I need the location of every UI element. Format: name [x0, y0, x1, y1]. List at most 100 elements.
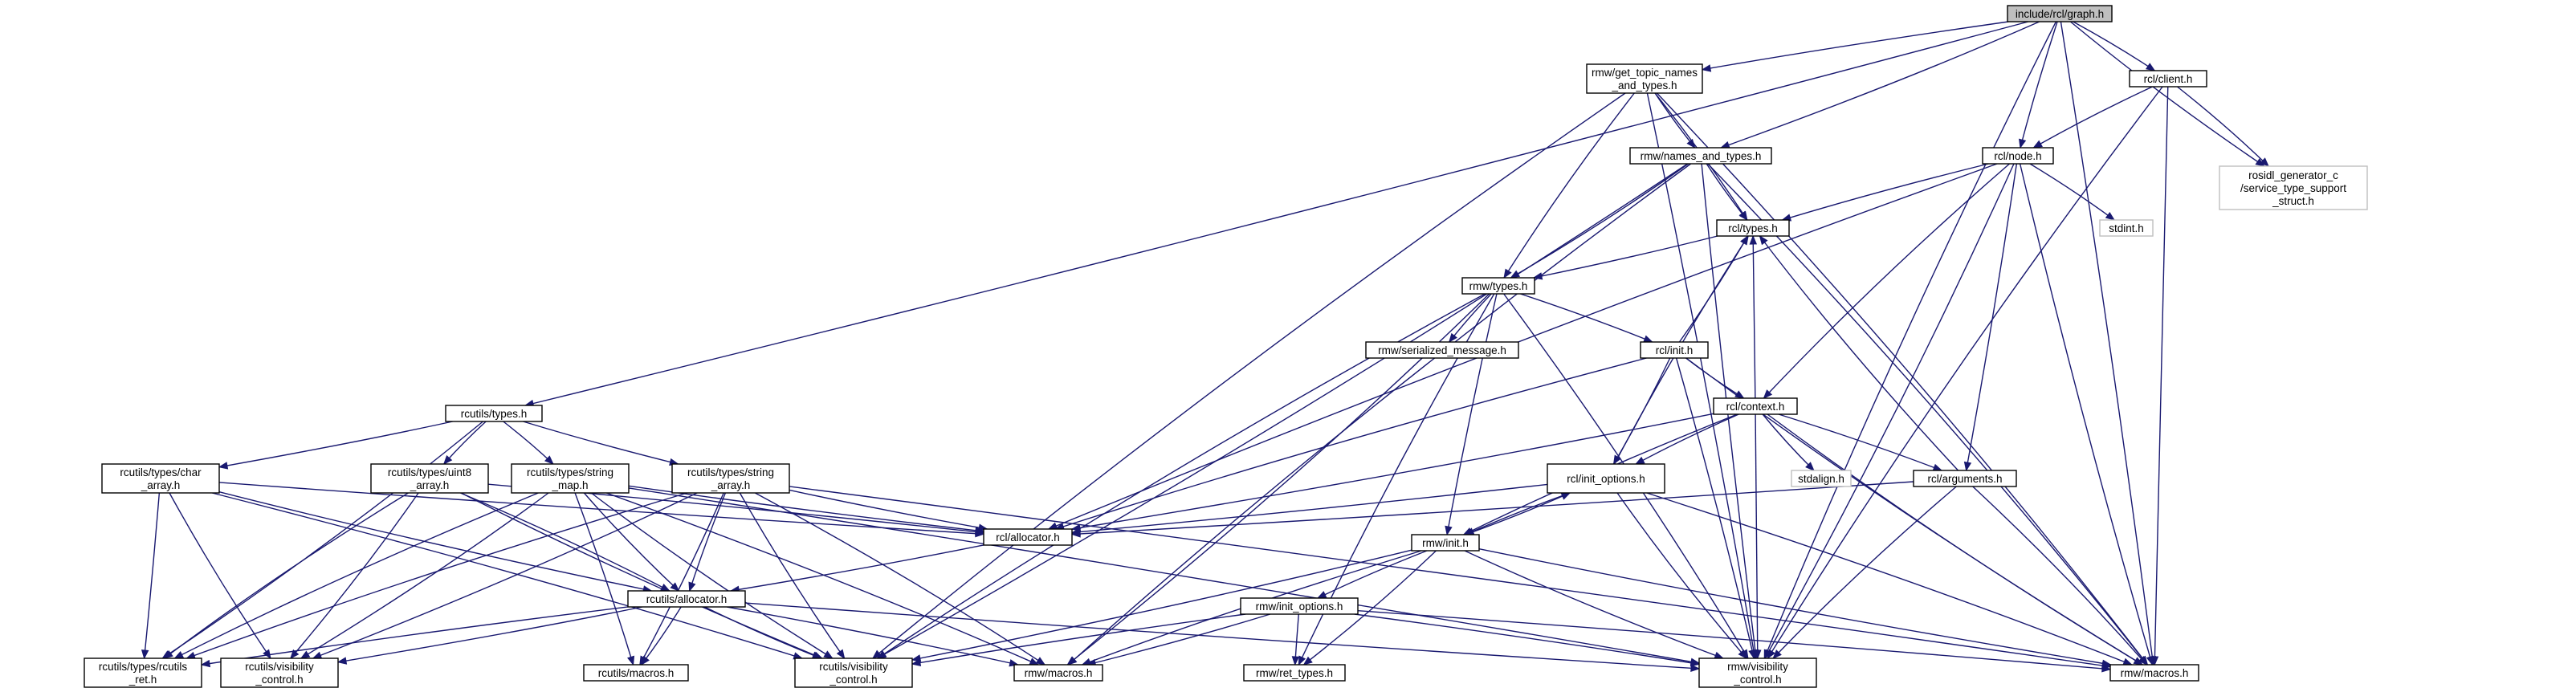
node-label: rcl/node.h — [1994, 150, 2041, 162]
node-label: rcl/init_options.h — [1567, 473, 1645, 485]
node-label: rmw/macros.h — [2121, 667, 2189, 679]
node-rmw-init[interactable]: rmw/init.h — [1411, 534, 1480, 552]
edge-string_map-to-rmw_visibility — [628, 487, 1701, 666]
edge-arguments-to-rmw_visibility — [1772, 486, 1957, 659]
node-get-topic[interactable]: rmw/get_topic_names_and_types.h — [1586, 63, 1703, 94]
node-label: _control.h — [255, 674, 303, 686]
node-rcutils-visibility[interactable]: rcutils/visibility_control.h — [220, 657, 339, 688]
edge-rmw_init-to-rcutils_macros2 — [1478, 548, 2112, 667]
edge-rmw_init-to-rmw_visibility — [1464, 550, 1725, 659]
edge-rmw_init-to-rmw_init_options — [1316, 550, 1428, 599]
node-node-h[interactable]: rcl/node.h — [1982, 147, 2054, 165]
node-names-types[interactable]: rmw/names_and_types.h — [1629, 147, 1772, 165]
node-label: rcutils/types/string — [527, 466, 613, 478]
dependency-edges — [141, 21, 2269, 673]
edge-client-to-node_h — [2032, 86, 2153, 149]
node-rcutils-ret[interactable]: rcutils/types/rcutils_ret.h — [84, 657, 202, 688]
edge-arguments-to-rcutils_macros2 — [1972, 486, 2148, 666]
edge-rmw_init-to-init_options_rcl — [1465, 492, 1571, 535]
edge-rcutils_allocator-to-rcutils_macros — [641, 606, 682, 666]
header-nodes: include/rcl/graph.hrmw/get_topic_names_a… — [84, 5, 2368, 688]
node-graph-h[interactable]: include/rcl/graph.h — [2007, 5, 2113, 22]
edge-node_h-to-arguments — [1963, 163, 2018, 472]
edge-uint8_array-to-rcutils_ret — [163, 492, 409, 659]
edge-rcutils_types-to-rcutils_ret — [161, 421, 483, 659]
node-label: rmw/get_topic_names — [1592, 67, 1698, 79]
edge-node_h-to-rcl_allocator — [1047, 163, 1998, 530]
node-label: _control.h — [1733, 674, 1781, 686]
edge-rmw_types-to-serialized — [1448, 293, 1492, 344]
node-label: rcutils/types.h — [461, 408, 528, 420]
edge-graph_h-to-get_topic — [1701, 21, 2009, 72]
node-label: rmw/ret_types.h — [1256, 667, 1333, 679]
edge-string_map-to-rcutils_visibility — [300, 492, 549, 659]
node-rcutils-types[interactable]: rcutils/types.h — [445, 405, 543, 422]
node-label: rmw/serialized_message.h — [1378, 344, 1506, 356]
edge-client-to-rosidl — [2177, 86, 2269, 167]
edge-rmw_init_options-to-rmw_macros — [1086, 613, 1271, 667]
edge-string_map-to-rcutils_allocator — [583, 492, 680, 592]
node-label: rcutils/types/char — [120, 466, 202, 478]
node-uint8-array[interactable]: rcutils/types/uint8_array.h — [370, 463, 489, 494]
node-label: stdalign.h — [1798, 473, 1844, 485]
node-client[interactable]: rcl/client.h — [2129, 70, 2207, 88]
edge-rcutils_types-to-string_map — [503, 421, 554, 465]
node-label: rmw/names_and_types.h — [1641, 150, 1762, 162]
node-rcl-allocator[interactable]: rcl/allocator.h — [983, 528, 1073, 546]
edge-graph_h-to-node_h — [2019, 21, 2058, 149]
node-label: rcutils/types/string — [687, 466, 774, 478]
node-label: rcl/context.h — [1726, 401, 1785, 413]
node-stdalign: stdalign.h — [1791, 470, 1852, 487]
node-rcl-types[interactable]: rcl/types.h — [1716, 219, 1790, 237]
node-label: rcutils/types/rcutils — [99, 661, 188, 673]
node-rmw-visibility[interactable]: rmw/visibility_control.h — [1698, 657, 1817, 688]
node-label: rcl/client.h — [2144, 73, 2193, 85]
edge-graph_h-to-client — [2073, 21, 2156, 71]
node-label: rcutils/allocator.h — [646, 593, 728, 605]
edge-char_array-to-rcutils_visibility — [169, 492, 271, 660]
edge-arguments-to-rcl_allocator — [1070, 481, 1914, 538]
node-ret-types[interactable]: rmw/ret_types.h — [1243, 664, 1346, 682]
edge-client-to-rmw_visibility — [1767, 86, 2163, 660]
node-label: rcutils/types/uint8 — [388, 466, 471, 478]
node-rcutils-macros[interactable]: rcutils/macros.h — [583, 664, 689, 682]
node-rcutils-macros2[interactable]: rmw/macros.h — [2109, 664, 2199, 682]
node-context[interactable]: rcl/context.h — [1713, 397, 1798, 415]
node-rosidl: rosidl_generator_c/service_type_support_… — [2219, 165, 2368, 210]
node-rmw-types[interactable]: rmw/types.h — [1461, 277, 1535, 295]
edge-string_array-to-rcl_allocator — [789, 489, 988, 531]
node-label: _array.h — [410, 479, 450, 491]
node-label: _ret.h — [128, 674, 157, 686]
node-rmw-init-options[interactable]: rmw/init_options.h — [1240, 597, 1359, 615]
node-string-map[interactable]: rcutils/types/string_map.h — [511, 463, 630, 494]
edge-rmw_types-to-rmw_init — [1445, 293, 1498, 536]
node-label: rmw/visibility — [1727, 661, 1788, 673]
edge-graph_h-to-rcutils_macros2 — [2060, 21, 2156, 666]
edge-rcutils_allocator-to-rmw_visibility — [744, 602, 1701, 673]
edge-rmw_types-to-rcl_init — [1520, 293, 1653, 343]
node-label: rcutils/visibility — [819, 661, 888, 673]
edge-rcl_allocator-to-rcutils_allocator — [729, 544, 984, 593]
edge-rmw_init_options-to-rcutils_visibility2 — [911, 613, 1246, 667]
node-init-options-rcl[interactable]: rcl/init_options.h — [1547, 463, 1665, 494]
edge-node_h-to-stdint — [2029, 163, 2116, 221]
edge-init_options_rcl-to-rmw_visibility — [1616, 492, 1747, 660]
edge-rcutils_types-to-char_array — [218, 421, 453, 470]
edge-string_array-to-rcutils_macros2 — [789, 486, 2112, 670]
node-label: rcl/types.h — [1728, 222, 1778, 234]
node-rcutils-allocator[interactable]: rcutils/allocator.h — [627, 590, 746, 608]
edge-graph_h-to-rmw_visibility — [1763, 21, 2057, 660]
edge-rmw_init_options-to-rcutils_macros2 — [1357, 609, 2112, 673]
node-label: rcl/arguments.h — [1927, 473, 2002, 485]
edge-node_h-to-rcutils_macros2 — [2019, 163, 2154, 666]
node-rcutils-visibility2[interactable]: rcutils/visibility_control.h — [794, 657, 913, 688]
node-arguments[interactable]: rcl/arguments.h — [1913, 470, 2017, 487]
node-rmw-macros[interactable]: rmw/macros.h — [1013, 664, 1103, 682]
node-label: rmw/init.h — [1422, 537, 1469, 549]
node-rcl-init[interactable]: rcl/init.h — [1640, 341, 1709, 359]
edge-string_map-to-rcutils_ret — [173, 492, 539, 659]
node-char-array[interactable]: rcutils/types/char_array.h — [101, 463, 220, 494]
node-string-array[interactable]: rcutils/types/string_array.h — [671, 463, 790, 494]
node-serialized[interactable]: rmw/serialized_message.h — [1365, 341, 1519, 359]
